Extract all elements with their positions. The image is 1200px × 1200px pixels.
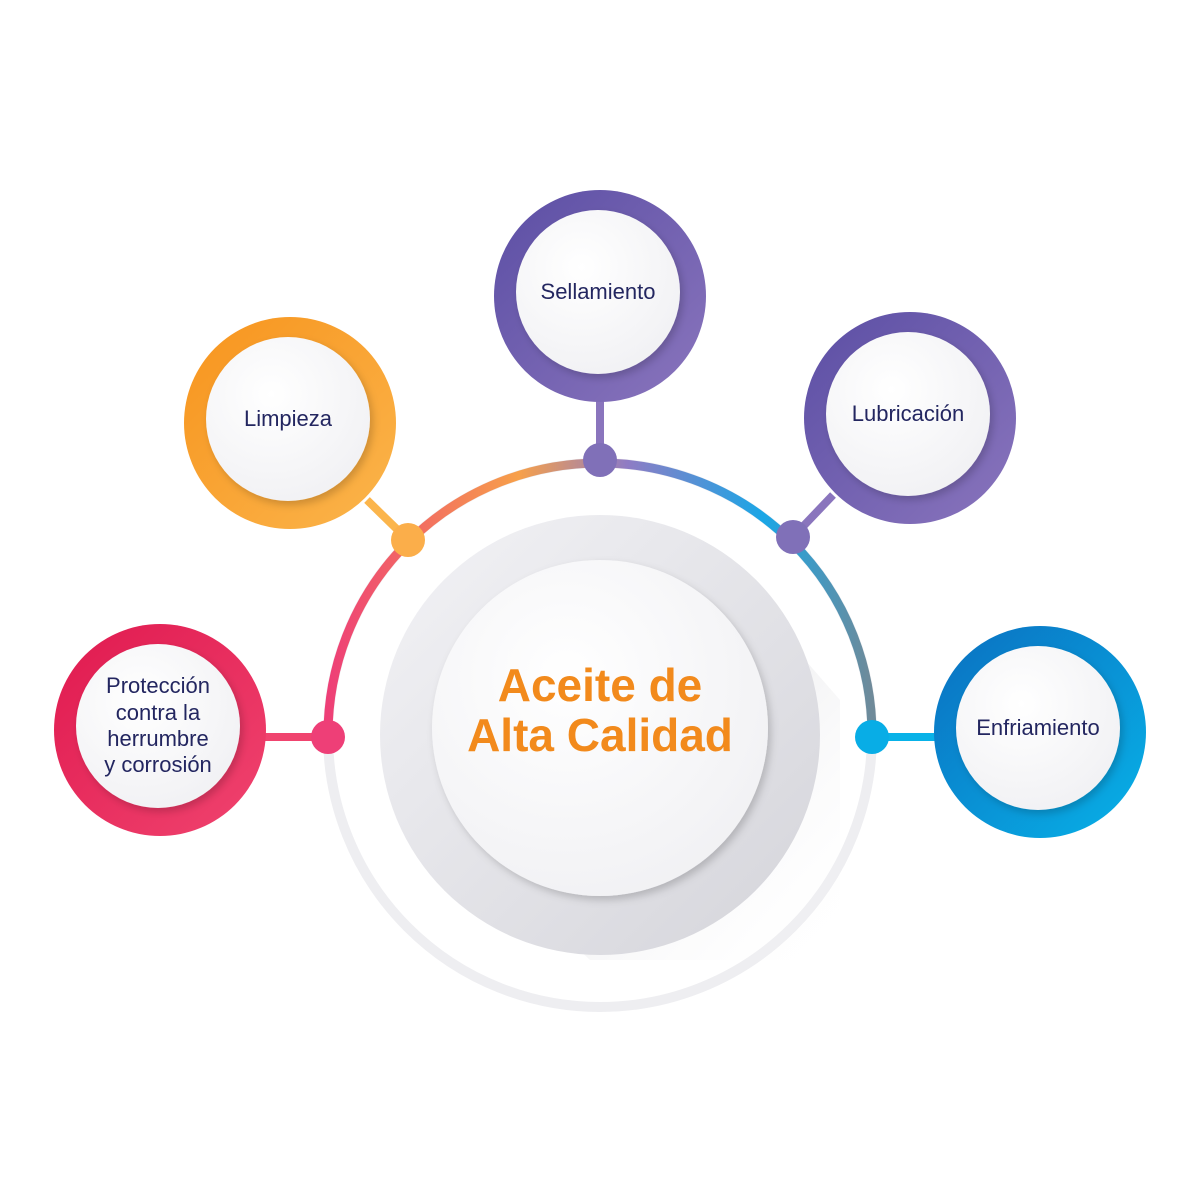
node-label-enfriamiento: Enfriamiento [976,714,1100,740]
node-lubricacion [804,312,1016,524]
node-face-limpieza [206,337,370,501]
node-face-enfriamiento [956,646,1120,810]
node-enfriamiento [934,626,1146,838]
center-title-line2: Alta Calidad [467,709,733,761]
node-proteccion [54,624,266,836]
node-label-lubricacion: Lubricación [851,400,965,426]
center-title-line1: Aceite de [497,659,703,711]
connector-dot-proteccion [311,720,345,754]
node-label-proteccion: Protección contra la herrumbre y corrosi… [104,673,212,778]
node-label-limpieza: Limpieza [243,405,333,431]
center-disc [380,515,840,960]
connector-dot-lubricacion [776,520,810,554]
node-face-sellamiento [516,210,680,374]
node-face-proteccion [76,644,240,808]
node-limpieza [184,317,396,529]
connector-dot-limpieza [391,523,425,557]
node-sellamiento [494,190,706,402]
connector-dot-sellamiento [583,443,617,477]
node-face-lubricacion [826,332,990,496]
node-label-sellamiento: Sellamiento [540,278,656,304]
center-title: Aceite de Alta Calidad [420,660,780,760]
connector-dot-enfriamiento [855,720,889,754]
